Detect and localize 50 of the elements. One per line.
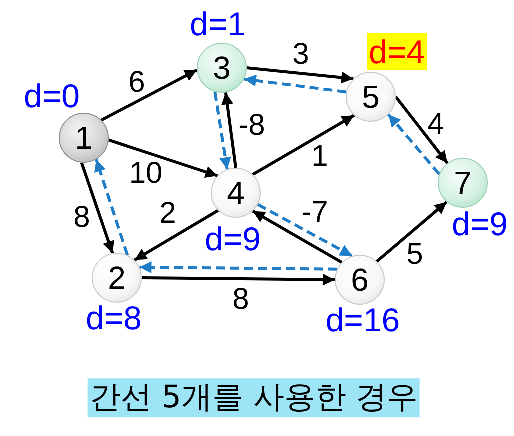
distance-label: d=1	[190, 8, 246, 40]
edge-label: -8	[238, 111, 266, 141]
arrow	[80, 162, 114, 254]
arrow	[134, 209, 220, 262]
edge-label: 6	[128, 68, 146, 98]
arrow	[246, 66, 354, 84]
arrow	[376, 201, 448, 263]
node-circle	[92, 253, 142, 303]
edge-label: 10	[129, 159, 163, 189]
edge-label: 5	[406, 240, 424, 270]
distance-label: d=9	[205, 222, 261, 256]
caption: 간선 5개를 사용한 경우	[88, 378, 420, 418]
node-number: 7	[454, 167, 472, 199]
edge-label: 4	[428, 110, 444, 140]
highlighted-distance-label: d=4	[367, 34, 427, 70]
arrow	[252, 210, 343, 264]
node-circle	[346, 72, 396, 122]
node-circle	[59, 113, 109, 163]
arrow	[142, 274, 336, 286]
node-circle	[211, 168, 261, 218]
node-number: 6	[351, 264, 369, 296]
distance-label: d=9	[452, 208, 508, 240]
dashed-arrow	[94, 159, 130, 256]
distance-label: d=0	[24, 80, 80, 112]
edge-label: 2	[160, 199, 176, 229]
node-number: 5	[362, 81, 380, 113]
edge-label: 3	[292, 40, 310, 70]
node-circle	[197, 43, 247, 93]
dashed-arrow	[214, 92, 232, 170]
arrow	[394, 96, 449, 164]
arrow	[222, 92, 238, 168]
node-number: 2	[108, 262, 126, 294]
node-number: 1	[75, 122, 93, 154]
edge-label: -7	[302, 198, 328, 228]
distance-label: d=8	[86, 302, 142, 334]
node-circle	[438, 158, 488, 208]
arrow	[252, 114, 356, 176]
arrow	[101, 68, 198, 122]
dashed-arrow	[244, 74, 347, 94]
dashed-arrow	[388, 114, 441, 176]
node-circle	[335, 255, 385, 305]
node-number: 3	[213, 52, 231, 84]
dashed-arrow	[257, 203, 354, 258]
node-number: 4	[227, 177, 245, 209]
edge-label: 1	[312, 142, 328, 172]
distance-label: d=16	[326, 304, 400, 336]
dashed-arrow	[140, 262, 338, 274]
arrow	[108, 138, 218, 178]
edge-label: 8	[74, 203, 90, 233]
edge-label: 8	[232, 285, 250, 315]
